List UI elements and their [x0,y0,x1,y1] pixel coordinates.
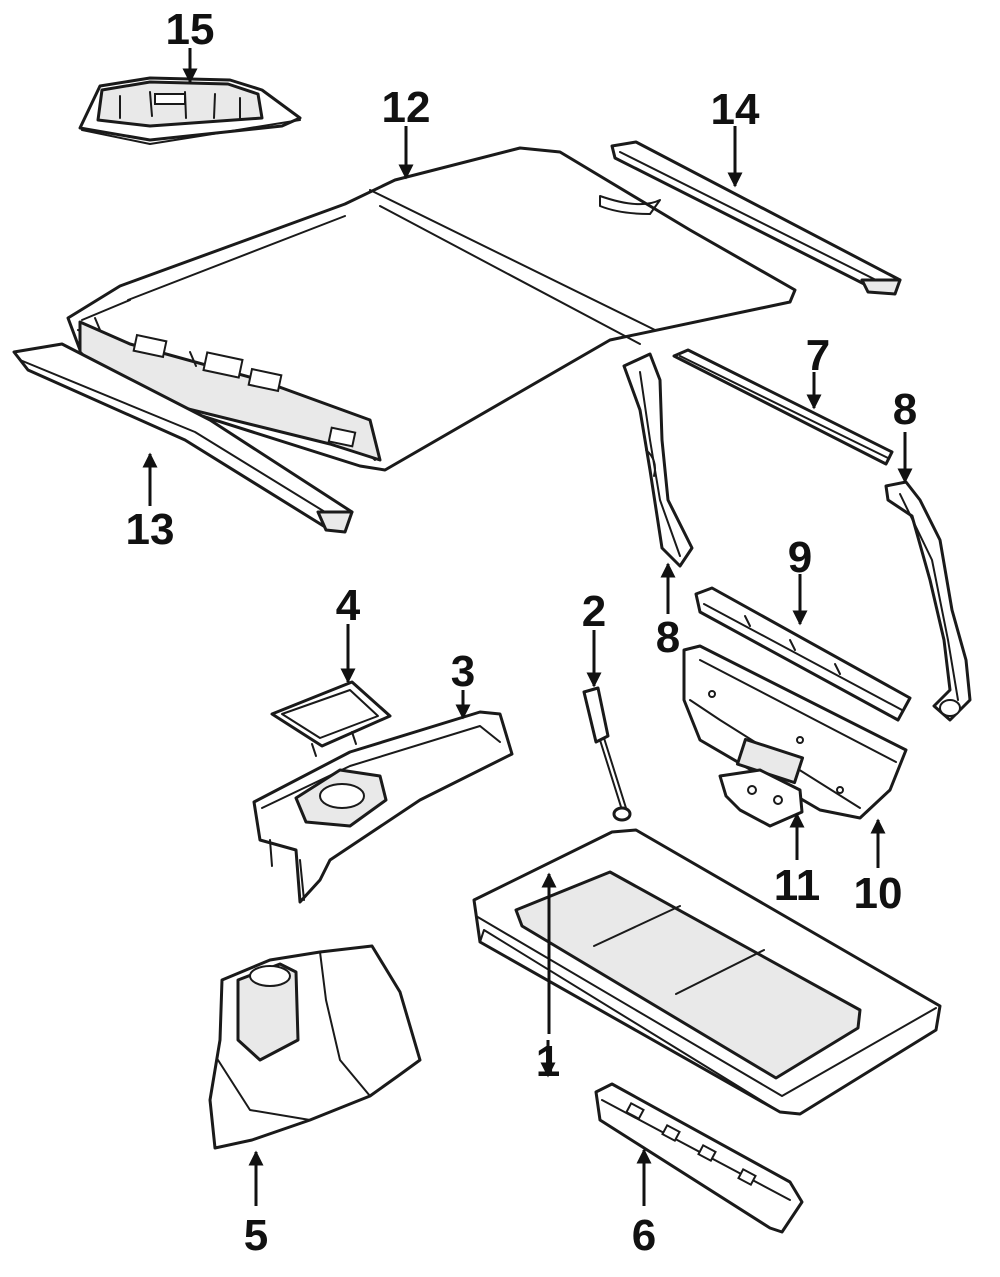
callout-4: 4 [336,581,361,630]
callout-13: 13 [126,505,175,554]
part-11-bracket [718,768,804,828]
part-2-support-strut [582,686,632,822]
callout-14: 14 [711,85,760,134]
callout-12: 12 [382,83,431,132]
part-4-lamp-lens [270,680,392,757]
part-7-rear-roof-trim [672,348,894,466]
part-13-front-header-trim [12,342,354,534]
callout-10: 10 [854,869,903,918]
callout-labels: 15 12 14 13 7 8 8 9 4 3 2 11 10 1 5 6 [126,5,918,1260]
callout-15: 15 [166,5,215,54]
leader-lines [142,48,913,1206]
callout-8-left: 8 [656,613,680,662]
part-10-rear-panel-trim [682,644,908,820]
part-5-trunk-side-trim [208,944,422,1150]
part-3-console [252,710,514,904]
callout-8-right: 8 [893,385,917,434]
part-8-pillar-trim-right [884,480,972,722]
part-9-package-trim [694,586,912,722]
part-12-roof-headliner [66,146,797,472]
callout-5: 5 [244,1211,268,1260]
callout-6: 6 [632,1211,656,1260]
callout-7: 7 [806,331,830,380]
callout-9: 9 [788,533,812,582]
part-1-package-tray [472,828,942,1116]
callout-3: 3 [451,647,475,696]
callout-1: 1 [536,1037,560,1086]
part-15-console-housing [78,76,302,145]
callout-11: 11 [774,861,821,910]
part-14-side-roof-rail [610,140,902,296]
part-8-pillar-trim-left [622,352,694,568]
callout-2: 2 [582,587,606,636]
part-6-trunk-molding [594,1082,804,1234]
